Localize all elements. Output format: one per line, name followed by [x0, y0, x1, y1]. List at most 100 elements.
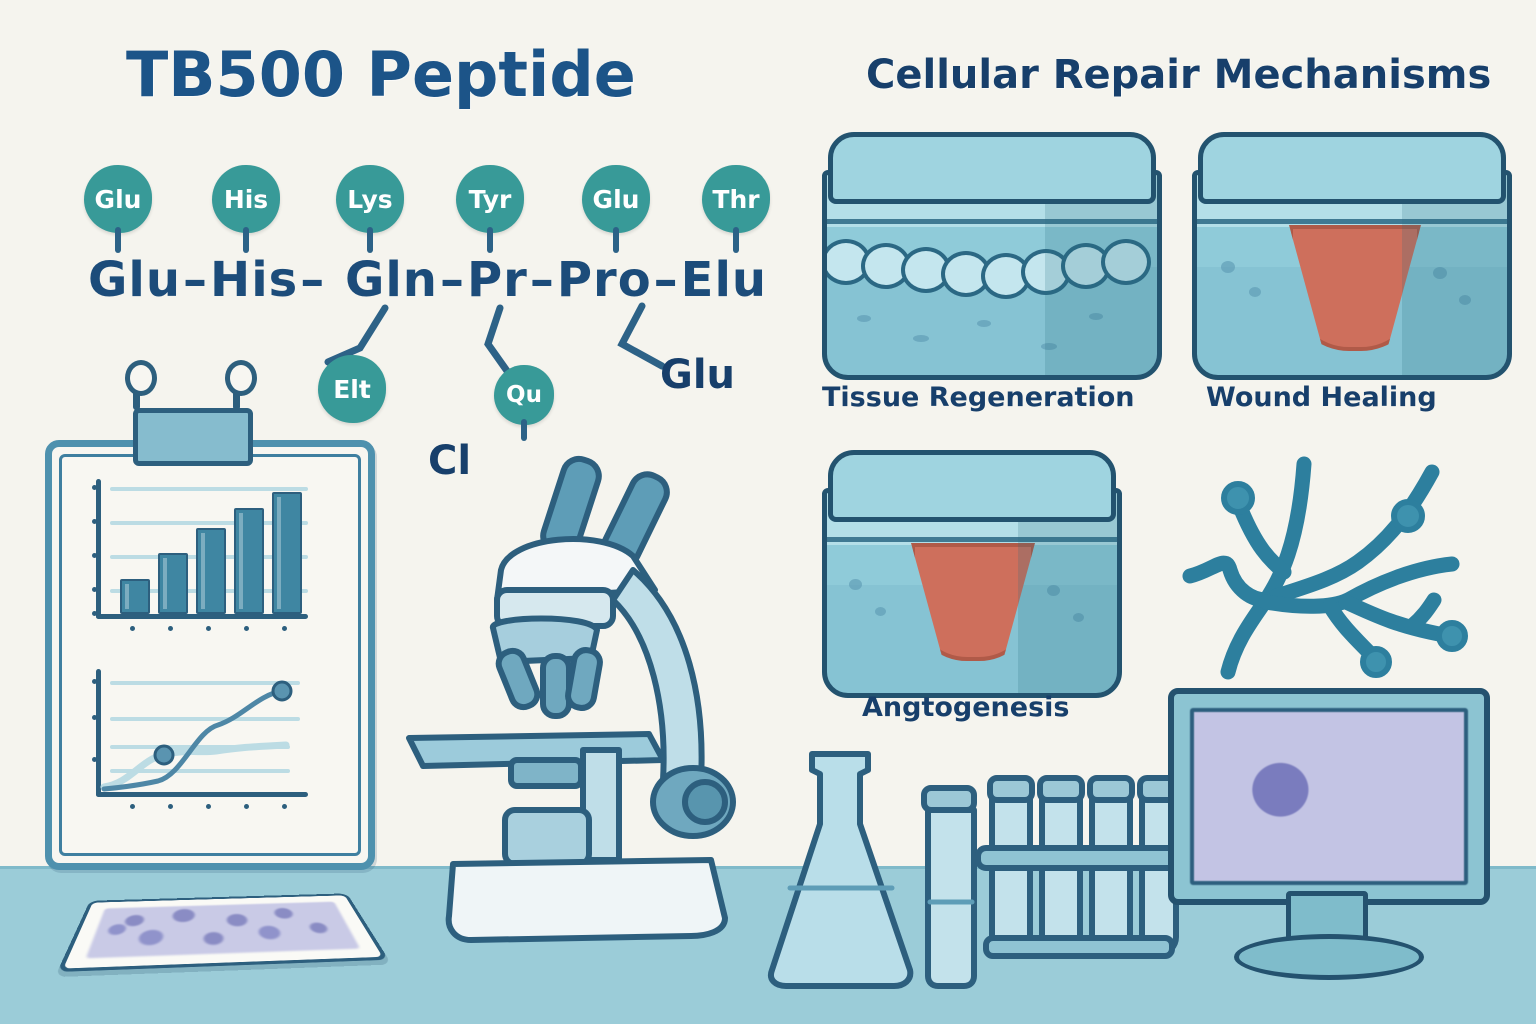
tissue-speck: [849, 579, 862, 590]
test-tube-rack-base: [986, 938, 1172, 956]
axis-tick: [92, 485, 97, 490]
wound-region: [911, 543, 1035, 661]
erlenmeyer-flask: [771, 754, 910, 986]
chain-sep: –: [438, 252, 467, 308]
clipboard-paper: [59, 454, 361, 856]
caption-wound-healing: Wound Healing: [1206, 382, 1437, 413]
monitor-base: [1234, 934, 1424, 980]
amino-bubble-label: Tyr: [469, 185, 512, 214]
amino-bubble-label: Glu: [593, 185, 640, 214]
amino-bubble-6: Thr: [702, 165, 770, 233]
bubble-stem: [115, 227, 121, 253]
bubble-stem: [733, 227, 739, 253]
chain-sep: –: [298, 252, 327, 308]
amino-bubble-label: Thr: [712, 185, 759, 214]
clipboard-clamp: [133, 408, 253, 466]
amino-bubble-2: His: [212, 165, 280, 233]
mechanism-tissue-regeneration: [822, 132, 1152, 372]
axis-tick: [130, 804, 135, 809]
bubble-stem: [243, 227, 249, 253]
axis-tick: [282, 804, 287, 809]
amino-bubble-lower-1: Elt: [318, 355, 386, 423]
bar-3: [196, 528, 226, 614]
amino-bubble-label: Qu: [506, 382, 542, 408]
mechanism-wound-healing: [1192, 132, 1502, 372]
tissue-speck: [1249, 287, 1261, 297]
microscope-drawing: [405, 450, 765, 950]
monitor-screen-cells: [1190, 708, 1468, 885]
axis-tick: [130, 626, 135, 631]
line-chart-series: [96, 669, 308, 797]
glassware-group: [760, 742, 1180, 992]
axis-tick: [92, 519, 97, 524]
caption-angiogenesis: Angtogenesis: [862, 692, 1069, 723]
slide-glass: [57, 893, 389, 972]
mechanism-vessel-branching: [1180, 450, 1500, 680]
tissue-shading: [1402, 175, 1507, 375]
microscope: [405, 450, 765, 950]
clipboard-ring-left: [125, 360, 157, 396]
chain-residue-5: Pro: [557, 252, 652, 308]
axis-tick: [92, 611, 97, 616]
axis-tick: [244, 626, 249, 631]
chain-residue-6: Elu: [681, 252, 767, 308]
tissue-speck: [875, 607, 886, 616]
axis-tick: [92, 553, 97, 558]
clipboard-ring-right: [225, 360, 257, 396]
caption-tissue-regeneration: Tissue Regeneration: [822, 382, 1135, 413]
bubble-stem: [367, 227, 373, 253]
chain-residue-3: Gln: [345, 252, 438, 308]
chain-residue-4: Pr: [467, 252, 528, 308]
bubble-stem: [613, 227, 619, 253]
clipboard: [45, 440, 375, 870]
page-title-right: Cellular Repair Mechanisms: [866, 52, 1491, 98]
bar-2: [158, 553, 188, 614]
tissue-shading: [1018, 493, 1117, 693]
axis-tick: [244, 804, 249, 809]
peptide-chain: Glu–His– Gln–Pr–Pro–Elu: [88, 252, 767, 308]
cell-monitor: [1168, 688, 1478, 978]
vial-cap: [924, 788, 974, 810]
axis-tick: [168, 804, 173, 809]
tissue-speck: [1221, 261, 1235, 273]
chain-sep: –: [652, 252, 681, 308]
bar-chart-x-axis: [96, 614, 308, 619]
chain-sep: –: [528, 252, 557, 308]
amino-bubble-label: Glu: [95, 185, 142, 214]
axis-tick: [168, 626, 173, 631]
mechanism-angiogenesis-block: [822, 450, 1112, 680]
amino-bubble-label: His: [224, 185, 268, 214]
tissue-speck: [977, 320, 991, 327]
chain-sep: –: [181, 252, 210, 308]
page-title-left: TB500 Peptide: [126, 38, 636, 111]
tissue-speck: [913, 335, 929, 342]
vessel-tip: [1363, 649, 1389, 675]
bar-5: [272, 492, 302, 614]
microscope-slide: [78, 872, 368, 982]
amino-bubble-4: Tyr: [456, 165, 524, 233]
vessel-tree-drawing: [1180, 450, 1500, 680]
vessel-tip: [1439, 623, 1465, 649]
peptide-connector-lines: [250, 300, 670, 430]
axis-tick: [282, 626, 287, 631]
amino-bubble-3: Lys: [336, 165, 404, 233]
tissue-speck: [857, 315, 871, 322]
tissue-block-top: [828, 132, 1156, 204]
slide-stained-tissue: [86, 902, 360, 959]
peptide-label-glu: Glu: [660, 352, 735, 398]
line-chart: [96, 669, 308, 797]
amino-bubble-label: Elt: [333, 375, 371, 404]
amino-bubble-5: Glu: [582, 165, 650, 233]
gridline: [110, 487, 308, 491]
bubble-stem: [521, 419, 527, 441]
tissue-block-top: [1198, 132, 1506, 204]
amino-bubble-lower-2: Qu: [494, 365, 554, 425]
vessel-tip: [1394, 502, 1422, 530]
bubble-stem: [487, 227, 493, 253]
sample-vial: [928, 810, 974, 986]
tissue-shading: [1045, 175, 1157, 375]
axis-tick: [206, 626, 211, 631]
bar-chart: [96, 479, 308, 619]
axis-tick: [92, 587, 97, 592]
